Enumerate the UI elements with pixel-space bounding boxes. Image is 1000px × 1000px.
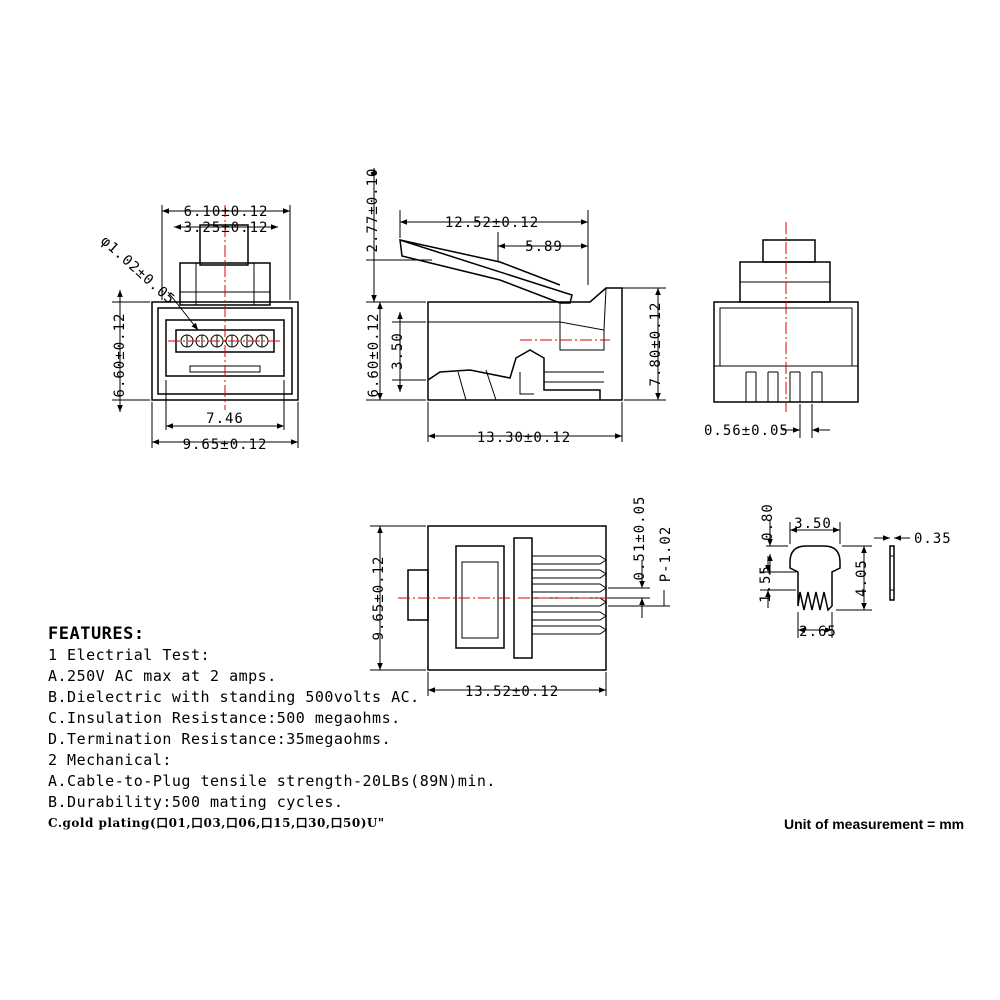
feature-line: A.Cable-to-Plug tensile strength-20LBs(8… [48,772,496,790]
front-top-width-label: 6.10±0.12 [184,204,269,220]
end-view-outline [713,222,859,412]
side-body-length-label: 13.30±0.12 [477,430,571,446]
contact-base-label: 2.65 [799,624,837,640]
feature-line: A.250V AC max at 2 amps. [48,667,277,685]
front-contact-dia-label: φ1.02±0.05 [97,233,178,308]
features-block: FEATURES: 1 Electrial Test: A.250V AC ma… [48,624,568,834]
front-tab-width-label: 3.25±0.12 [184,220,269,236]
bottom-pitch-label: P-1.02 [658,526,674,583]
front-inner-width-label: 7.46 [206,411,244,427]
side-view-outline [399,238,623,401]
side-latch-length-label: 12.52±0.12 [445,215,539,231]
front-view: 6.10±0.12 3.25±0.12 φ1.02±0.05 6.60±0.12… [97,204,299,453]
contact-top-label: 0.80 [760,503,776,541]
feature-line: C.Insulation Resistance:500 megaohms. [48,709,401,727]
end-contact-width-label: 0.56±0.05 [704,423,789,439]
contact-thickness-label: 0.35 [914,531,952,547]
features-heading: FEATURES: [48,624,145,644]
contact-width-label: 3.50 [794,516,832,532]
front-view-outline [151,205,299,410]
end-view: 0.56±0.05 [704,222,859,439]
bottom-contact-label: 0.51±0.05 [632,496,648,581]
bottom-width-label: 9.65±0.12 [371,556,387,641]
side-body-height-label: 6.60±0.12 [366,313,382,398]
contact-height-label: 4.05 [854,559,870,597]
front-height-label: 6.60±0.12 [112,313,128,398]
contact-detail-outline [789,545,895,612]
contact-detail: 0.80 3.50 4.05 1.55 2.65 0.35 [758,503,952,640]
side-latch-height-label: 2.77±0.10 [365,168,381,253]
side-total-height-label: 7.80±0.12 [648,302,664,387]
feature-line: D.Termination Resistance:35megaohms. [48,730,392,748]
feature-line: B.Durability:500 mating cycles. [48,793,344,811]
bottom-length-label: 13.52±0.12 [465,684,559,700]
side-view: 12.52±0.12 5.89 2.77±0.10 6.60±0.12 3.50… [365,168,666,446]
contact-mid-label: 1.55 [758,565,774,603]
feature-line: 2 Mechanical: [48,751,172,769]
unit-note: Unit of measurement = mm [784,816,965,832]
bottom-view-outline [398,525,620,671]
feature-line: B.Dielectric with standing 500volts AC. [48,688,420,706]
side-slot-label: 3.50 [390,332,406,370]
front-body-width-label: 9.65±0.12 [183,437,268,453]
side-latch-offset-label: 5.89 [525,239,563,255]
feature-plating-line: C.gold plating(口01,口03,口06,口15,口30,口50)U… [48,816,385,830]
feature-line: 1 Electrial Test: [48,646,211,664]
bottom-view: 9.65±0.12 0.51±0.05 P-1.02 13.52±0.12 [370,496,674,700]
